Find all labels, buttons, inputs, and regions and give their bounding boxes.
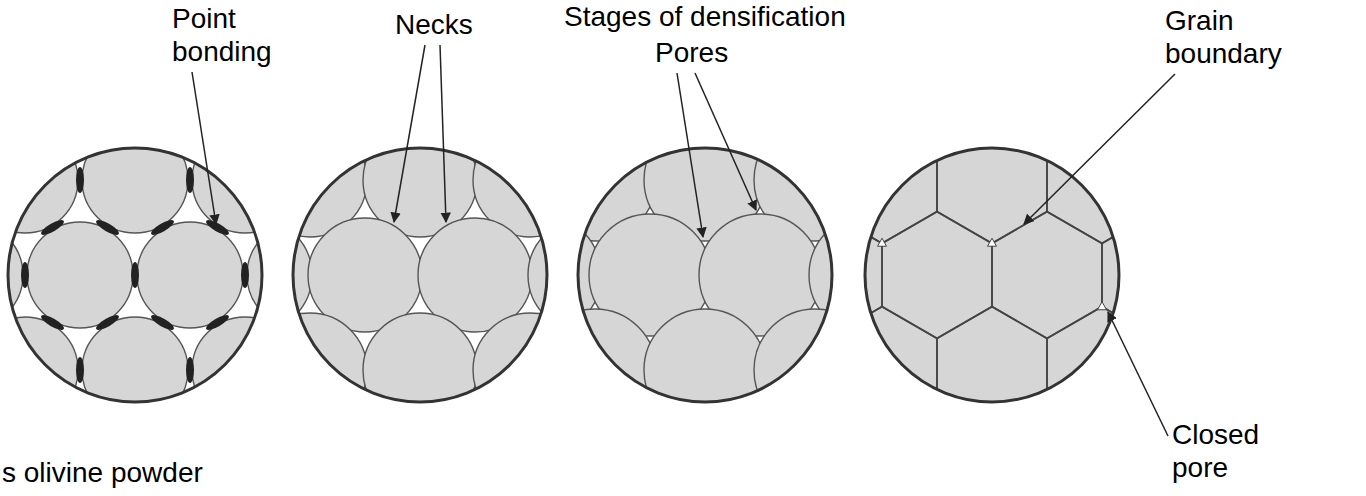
leader-line [192,72,216,224]
point-bond [0,218,11,238]
point-bond [149,218,176,238]
leader-line [695,73,756,210]
point-bond [186,357,194,383]
grain [827,306,937,433]
point-bond [94,313,121,333]
particle [192,127,298,233]
grain [1047,116,1157,243]
point-bond [259,313,286,333]
particle [534,309,656,431]
pore-space [865,148,1119,402]
sample-outline [865,148,1119,402]
leader-line [677,73,703,237]
particle [192,317,298,423]
particle [473,313,587,427]
point-bond [39,313,66,333]
particle [0,222,23,328]
particle [754,309,876,431]
leader-line [394,45,425,222]
point-bond [0,313,11,333]
particle [0,127,78,233]
particle [137,222,243,328]
grain-fill [865,148,1119,402]
closed-pore [1098,302,1107,310]
particle [644,309,766,431]
point-bond [204,313,231,333]
point-bond [76,167,84,193]
grain [937,306,1047,433]
grain [992,211,1102,338]
grain [827,116,937,243]
stage-neck [198,123,642,427]
point-bond [131,262,139,288]
particle [198,218,312,332]
leader-line [1108,312,1168,436]
particle [253,313,367,427]
title: Stages of densification [564,0,846,33]
stage-point [0,127,353,423]
point-bond [76,357,84,383]
particle [0,317,78,423]
point-bond [21,262,29,288]
particle [27,222,133,328]
particle [479,214,601,336]
callout-label: Closed pore [1172,418,1282,484]
sample-outline [8,148,262,402]
stage-pore [479,119,931,431]
grain [937,116,1047,243]
sample-outline [293,148,547,402]
closed-pore [878,238,887,246]
callout-label: Point bonding [172,2,312,68]
leader-line [440,45,446,222]
point-bond [149,313,176,333]
particle [82,127,188,233]
callout-label: Necks [395,8,473,41]
point-bond [259,218,286,238]
point-bond [204,218,231,238]
point-bond [241,262,249,288]
callout-label: Pores [655,36,728,69]
particle [363,313,477,427]
point-bond [39,218,66,238]
callout-label: Grain boundary [1165,4,1305,70]
grain [882,211,992,338]
leader-line [1024,74,1175,224]
point-bond [94,218,121,238]
sample-outline [578,148,832,402]
grain [1047,306,1157,433]
point-bond [186,167,194,193]
closed-pore [988,238,997,246]
particle [82,317,188,423]
stage-grain [772,116,1212,433]
caption-fragment: s olivine powder [2,456,203,489]
